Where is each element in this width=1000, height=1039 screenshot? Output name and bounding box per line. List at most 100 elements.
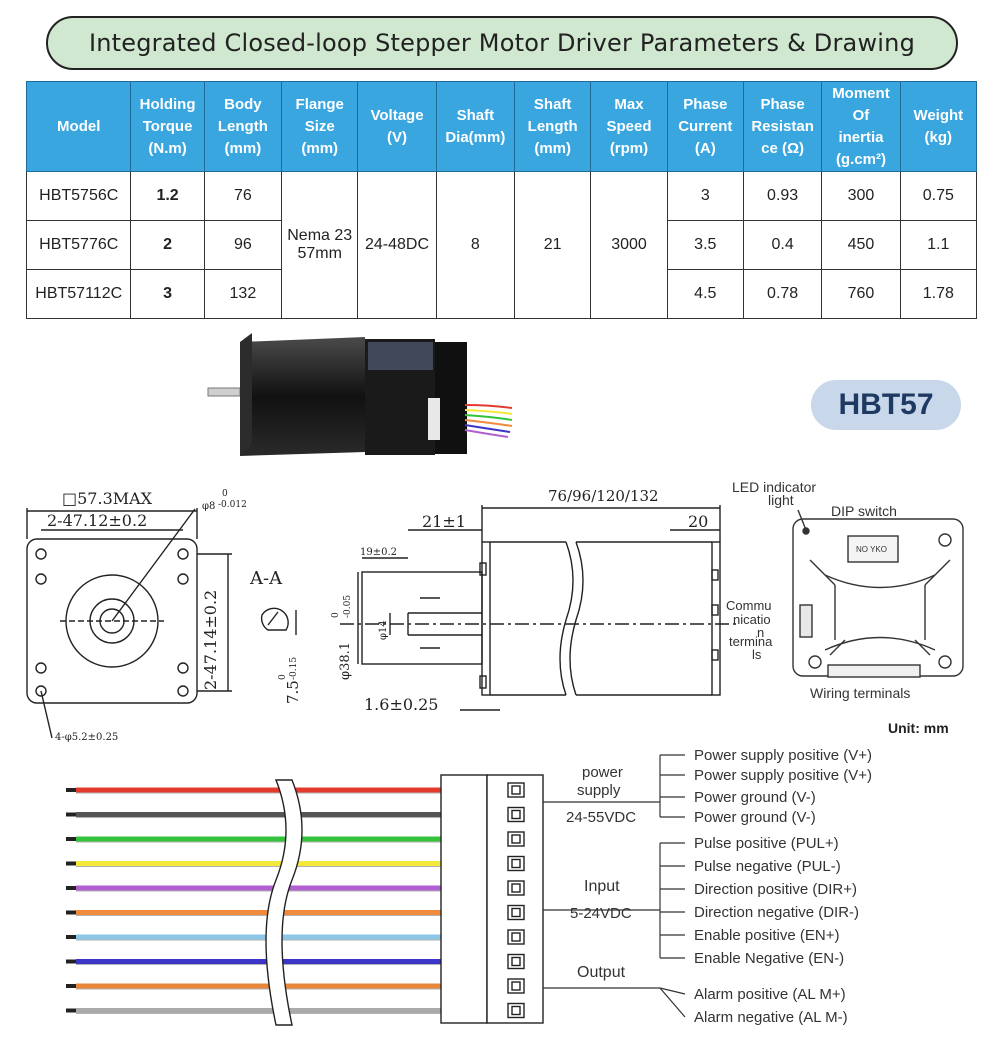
flange-line1: Nema 23 [287, 227, 353, 244]
cell-resistance: 0.78 [742, 269, 823, 319]
connector-pin-hole [511, 932, 521, 942]
header-line: Length [217, 117, 268, 135]
input-label: Input [584, 878, 620, 895]
signal-label: Pulse negative (PUL-) [694, 858, 841, 875]
connector-pin-hole [511, 834, 521, 844]
front-shaft-tol-bottom: -0.012 [218, 500, 247, 510]
cell-inertia: 760 [821, 269, 901, 319]
signal-label: Direction positive (DIR+) [694, 881, 857, 898]
wire-bundle [66, 787, 441, 1014]
header-line: Current [678, 117, 733, 135]
cell-current: 3.5 [666, 220, 744, 270]
cell-inertia: 450 [821, 220, 901, 270]
power-label-line1: power [582, 764, 623, 781]
rear-led-label-line2: light [768, 492, 794, 508]
side-boss-dia: φ38.1 [338, 642, 353, 680]
unit-label: Unit: mm [888, 720, 949, 736]
page-title: Integrated Closed-loop Stepper Motor Dri… [46, 16, 958, 70]
input-voltage: 5-24VDC [570, 905, 632, 922]
header-line: Length [527, 117, 578, 135]
rear-comm-line1: Commu [726, 598, 772, 613]
signal-brackets [543, 754, 686, 1018]
front-bolt-spacing: 2-47.12±0.2 [47, 511, 147, 530]
connector-pin-hole [511, 809, 521, 820]
front-shaft-tol: φ8 [202, 501, 215, 512]
side-body-length: 76/96/120/132 [548, 487, 659, 505]
model-badge: HBT57 [811, 380, 961, 430]
motor-photo [207, 333, 513, 456]
header-line: Voltage [370, 106, 424, 124]
table-row: HBT57112C 3 132 4.5 0.78 760 1.78 [25, 269, 978, 319]
rear-view-drawing [792, 509, 964, 678]
cell-weight: 1.78 [899, 269, 978, 319]
connector-pin-hole [511, 907, 521, 918]
connector-pin-hole [511, 858, 521, 869]
section-flat-top: 0 [278, 674, 288, 680]
rear-dip-marks: NO YKO [856, 545, 887, 554]
connector-pin-hole [511, 956, 521, 967]
header-line: Phase [760, 95, 805, 113]
header-line: Shaft [456, 106, 495, 124]
cell-current: 4.5 [666, 269, 744, 319]
header-line: Flange [295, 95, 344, 113]
header-line: Speed [606, 117, 652, 135]
cell-weight: 0.75 [899, 171, 978, 221]
cell-length: 96 [203, 220, 283, 270]
signal-label: Power ground (V-) [694, 789, 816, 806]
output-label: Output [577, 964, 626, 981]
connector-pin-hole [511, 883, 521, 893]
connector-pin-hole [511, 981, 521, 991]
header-line: Size [304, 117, 335, 135]
table-header-cell: Weight(kg) [899, 81, 978, 172]
header-line: Dia(mm) [445, 128, 506, 146]
cell-shaft-length: 21 [514, 171, 592, 319]
header-line: (mm) [534, 139, 571, 157]
front-bolt-spacing-v: 2-47.14±0.2 [201, 590, 220, 690]
header-line: (mm) [224, 139, 262, 157]
rear-dip-label: DIP switch [831, 503, 897, 519]
header-line: Moment [832, 84, 890, 102]
signal-label: Pulse positive (PUL+) [694, 835, 839, 852]
side-boss-bottom: -0.05 [343, 595, 353, 618]
cell-shaft-dia: 8 [435, 171, 516, 319]
header-line: Shaft [533, 95, 572, 113]
header-line: inertia [838, 128, 884, 146]
header-line: (A) [694, 139, 716, 157]
side-shaft-dia: φ14 [378, 620, 389, 640]
cell-model: HBT57112C [25, 269, 132, 319]
header-line: (g.cm²) [835, 150, 886, 168]
wire-break [265, 779, 303, 1026]
section-flat-dim: 7.5 [284, 680, 302, 704]
header-line: Max [614, 95, 644, 113]
signal-label: Enable Negative (EN-) [694, 950, 844, 967]
connector [440, 774, 544, 1024]
rear-comm-line3: n [757, 625, 764, 640]
cell-torque: 2 [130, 220, 205, 270]
header-line: (rpm) [609, 139, 649, 157]
section-aa-drawing [260, 607, 297, 635]
rear-led-label-line1: LED indicator [732, 479, 816, 495]
cell-torque: 3 [130, 269, 205, 319]
power-label-line2: supply [577, 782, 621, 799]
side-shaft-len: 21±1 [422, 512, 466, 531]
cell-length: 132 [203, 269, 283, 319]
header-line: (V) [387, 128, 408, 146]
side-flat-len: 19±0.2 [360, 547, 397, 558]
section-flat-bottom: -0.15 [289, 657, 299, 680]
rear-wiring-label: Wiring terminals [810, 685, 910, 701]
connector-pin-hole [511, 785, 521, 795]
header-line: Weight [913, 106, 964, 124]
header-line: Of [852, 106, 870, 124]
rear-comm-line2: nicatio [733, 612, 771, 627]
cell-model: HBT5756C [25, 171, 132, 221]
front-square-dim: □57.3MAX [62, 489, 153, 508]
